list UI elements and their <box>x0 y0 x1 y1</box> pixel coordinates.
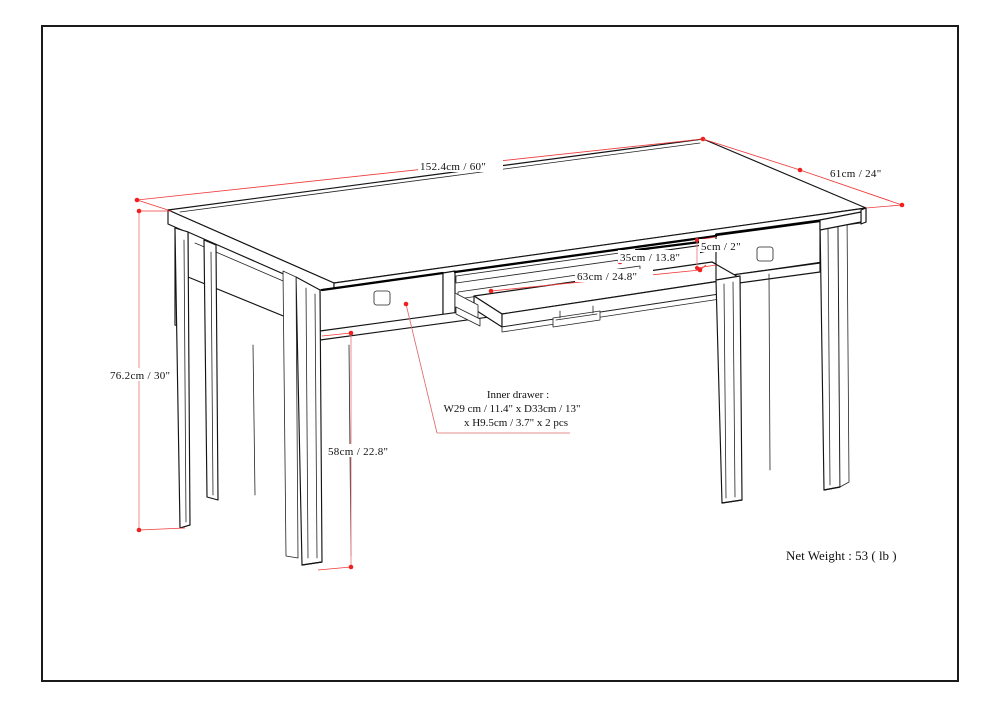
leg-rear-left-seam <box>183 239 187 523</box>
dimension-tray-height-ext-bottom <box>696 264 717 269</box>
dimension-height-label-bg <box>108 368 176 381</box>
inner-drawer-leader-line <box>405 303 438 434</box>
dimension-depth-label-bg <box>828 166 890 179</box>
desktop-bevel-line <box>179 142 701 213</box>
leg-rear-left <box>174 227 191 529</box>
left-drawer-knob <box>373 290 391 306</box>
dimension-tray-depth: 35cm / 13.8" <box>617 247 704 265</box>
desktop-right-edge <box>860 207 867 225</box>
dimension-width-label: 152.4cm / 60" <box>420 161 486 173</box>
dimension-tray-height-dot-bottom <box>695 266 699 270</box>
dimension-depth-ext <box>865 204 903 209</box>
dimension-clearance-label-bg <box>326 444 392 457</box>
inner-drawer-note-line2: W29 cm / 11.4" x D33cm / 13" <box>444 403 581 415</box>
dimension-clearance-ext-top <box>321 332 352 337</box>
dimension-tray-height-label: 5cm / 2" <box>701 241 741 253</box>
leg-front-right <box>715 275 743 504</box>
dimension-width-ext-left <box>136 199 169 211</box>
inner-drawer-note-line1: Inner drawer : <box>487 389 549 401</box>
net-weight-label: Net Weight : 53 ( lb ) <box>786 548 897 563</box>
leg-front-left-back-face <box>282 270 299 559</box>
dimension-tray-width-label-bg <box>575 269 653 282</box>
dimension-clearance-ext-bottom <box>317 566 352 571</box>
leg-front-right-foot <box>721 499 743 504</box>
leg-front-left-foot <box>301 561 323 566</box>
keyboard-tray-right-end <box>711 261 717 281</box>
right-drawer-top-reveal <box>714 219 822 237</box>
leg-front-right-seam-b <box>732 281 736 498</box>
keyboard-tray-handle-brackets <box>559 305 594 319</box>
leg-rear-right-seam <box>827 227 831 486</box>
inner-drawer-leader-dot <box>403 301 409 307</box>
dimension-tray-height: 5cm / 2" <box>695 236 747 270</box>
dimension-height: 76.2cm / 30" <box>108 208 186 533</box>
dimension-tray-height-label-bg <box>699 239 747 252</box>
leg-inner-back-right-edge <box>768 273 771 471</box>
dimension-tray-depth-label-bg <box>618 250 700 263</box>
inner-drawer-note-line3: x H9.5cm / 3.7" x 2 pcs <box>464 417 568 429</box>
dimension-depth-dot-mid <box>797 167 803 173</box>
dimension-width: 152.4cm / 60" <box>134 136 706 211</box>
leg-rear-left-inner <box>203 239 219 501</box>
dimension-width-label-bg <box>418 159 503 172</box>
dimension-depth-label: 61cm / 24" <box>830 168 882 180</box>
dimension-clearance-label: 58cm / 22.8" <box>328 446 388 458</box>
keyboard-tray-handle-line <box>555 313 598 321</box>
leg-rear-left-inner-seam <box>210 251 214 496</box>
dimension-tray-depth-label: 35cm / 13.8" <box>620 252 680 264</box>
right-drawer-knob <box>756 246 774 262</box>
right-side-apron <box>819 211 862 231</box>
dimension-depth: 61cm / 24" <box>702 138 905 209</box>
dimension-height-label: 76.2cm / 30" <box>110 370 170 382</box>
drawing-frame-border <box>41 25 959 682</box>
center-stile <box>442 270 456 319</box>
dimension-height-dot-top <box>136 208 142 214</box>
dimension-width-dot-left <box>134 197 140 203</box>
leg-rear-right-back-face <box>837 214 850 488</box>
dimension-clearance-dot-bottom <box>348 564 354 570</box>
dimension-clearance: 58cm / 22.8" <box>317 330 392 571</box>
leg-front-left-seam-b <box>314 293 318 559</box>
dimension-tray-width-dot-right <box>697 267 703 273</box>
inner-drawer-annotation: Inner drawer : W29 cm / 11.4" x D33cm / … <box>403 301 581 434</box>
dimension-tray-height-dot-top <box>695 238 699 242</box>
leg-rear-right-foot <box>823 486 841 491</box>
dimension-height-ext-bottom <box>138 527 186 531</box>
left-drawer-top-reveal <box>320 271 445 292</box>
dimension-depth-dot-right <box>899 202 905 208</box>
leg-front-right-seam-a <box>723 283 727 499</box>
leg-rear-left-foot <box>179 524 191 529</box>
tray-recess-top-shadow <box>453 234 718 274</box>
desk-assembly <box>167 138 867 566</box>
dimension-clearance-dot-top <box>348 330 354 336</box>
dimension-height-dot-bottom <box>136 527 142 533</box>
leg-front-left-seam-a <box>305 287 309 559</box>
dimension-tray-width-dot-left <box>488 288 494 294</box>
leg-inner-back-mid-edge <box>252 344 256 496</box>
dimension-tray-width-label: 63cm / 24.8" <box>577 271 637 283</box>
leg-front-left <box>295 276 323 566</box>
keyboard-tray-left-bracket-lower <box>455 306 481 327</box>
dimension-tray-width: 63cm / 24.8" <box>488 264 707 294</box>
